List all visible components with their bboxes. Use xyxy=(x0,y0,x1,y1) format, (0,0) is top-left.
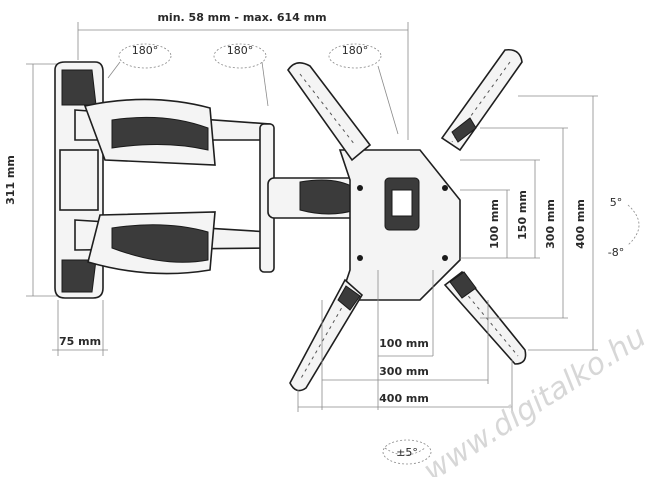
depth-label: 75 mm xyxy=(59,335,101,348)
vesa-mounting-plate xyxy=(338,149,461,301)
swivel-angle-1-label: 180° xyxy=(132,44,159,57)
lower-arm xyxy=(74,211,271,275)
vesa-v-150-label: 150 mm xyxy=(516,190,529,240)
vesa-v-400-label: 400 mm xyxy=(574,199,587,249)
vesa-arm-top-left xyxy=(287,62,372,162)
vesa-v-100-label: 100 mm xyxy=(488,199,501,249)
rotation-label: ±5° xyxy=(396,446,418,459)
arm-range-label: min. 58 mm - max. 614 mm xyxy=(157,11,326,24)
upper-arm xyxy=(74,98,271,166)
vesa-h-100-label: 100 mm xyxy=(379,337,429,350)
watermark: www.digitalko.hu xyxy=(417,319,652,477)
tilt-down-label: -8° xyxy=(608,246,624,259)
rotation-indicator: ±5° xyxy=(382,439,432,465)
tilt-indicator: 5° -8° xyxy=(608,196,640,259)
swivel-angle-3-label: 180° xyxy=(342,44,369,57)
vesa-v-300-label: 300 mm xyxy=(544,199,557,249)
swivel-indicator-3: 180° xyxy=(328,43,399,135)
elbow-joint xyxy=(259,123,359,273)
tilt-up-label: 5° xyxy=(610,196,623,209)
swivel-indicator-2: 180° xyxy=(213,43,269,107)
vesa-h-400-label: 400 mm xyxy=(379,392,429,405)
swivel-indicator-1: 180° xyxy=(107,43,172,79)
vesa-arm-bottom-left xyxy=(289,278,364,392)
swivel-angle-2-label: 180° xyxy=(227,44,254,57)
vesa-arm-top-right xyxy=(440,48,523,152)
height-label: 311 mm xyxy=(4,155,17,205)
vesa-h-300-label: 300 mm xyxy=(379,365,429,378)
